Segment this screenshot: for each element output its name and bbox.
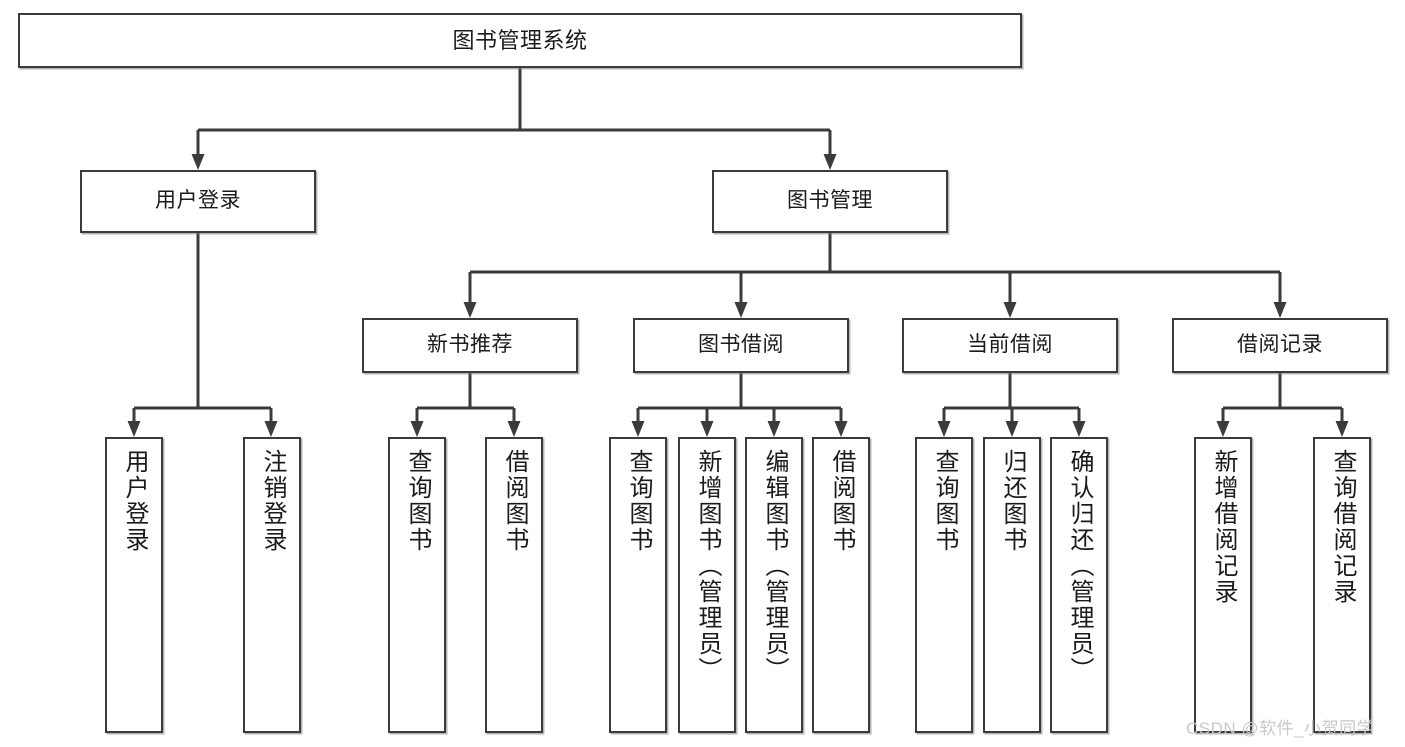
node-label-leaf-borrow-book-2: 借阅图书 bbox=[828, 449, 855, 553]
node-label-leaf-query-book-2: 查询图书 bbox=[625, 449, 652, 553]
arrow-leaf-query-book-1-head bbox=[410, 421, 424, 437]
arrow-leaf-query-book-1 bbox=[410, 408, 424, 437]
node-book-manage[interactable]: 图书管理 bbox=[712, 170, 948, 233]
node-label-leaf-borrow-book-1: 借阅图书 bbox=[501, 449, 528, 553]
arrow-leaf-confirm-return-head bbox=[1072, 421, 1086, 437]
node-label-borrow-record: 借阅记录 bbox=[1237, 333, 1323, 357]
node-leaf-return-book[interactable]: 归还图书 bbox=[983, 437, 1041, 733]
arrow-book-manage-head bbox=[823, 154, 837, 170]
node-user-login[interactable]: 用户登录 bbox=[80, 170, 316, 233]
node-label-current-borrow: 当前借阅 bbox=[967, 333, 1053, 357]
arrow-book-manage bbox=[823, 130, 837, 170]
node-leaf-user-login[interactable]: 用户登录 bbox=[105, 437, 163, 733]
node-leaf-confirm-return[interactable]: 确认归还（管理员） bbox=[1050, 437, 1108, 733]
arrow-leaf-query-book-3-head bbox=[937, 421, 951, 437]
arrow-leaf-query-record-head bbox=[1335, 421, 1349, 437]
arrow-leaf-borrow-book-1-head bbox=[507, 421, 521, 437]
node-root[interactable]: 图书管理系统 bbox=[18, 13, 1022, 68]
node-current-borrow[interactable]: 当前借阅 bbox=[902, 318, 1118, 373]
arrow-leaf-edit-book bbox=[767, 408, 781, 437]
arrow-leaf-logout bbox=[264, 408, 278, 437]
node-leaf-edit-book[interactable]: 编辑图书（管理员） bbox=[745, 437, 803, 733]
node-label-leaf-query-record: 查询借阅记录 bbox=[1329, 449, 1356, 605]
arrow-leaf-add-record bbox=[1216, 408, 1230, 437]
arrow-leaf-user-login-head bbox=[127, 421, 141, 437]
node-leaf-borrow-book-2[interactable]: 借阅图书 bbox=[812, 437, 870, 733]
arrow-leaf-add-record-head bbox=[1216, 421, 1230, 437]
arrow-new-book-rec-head bbox=[463, 302, 477, 318]
node-label-leaf-logout: 注销登录 bbox=[259, 449, 286, 553]
node-leaf-query-book-2[interactable]: 查询图书 bbox=[609, 437, 667, 733]
arrow-current-borrow-head bbox=[1003, 302, 1017, 318]
arrow-user-login bbox=[191, 130, 205, 170]
node-leaf-query-book-1[interactable]: 查询图书 bbox=[388, 437, 446, 733]
arrow-leaf-borrow-book-1 bbox=[507, 408, 521, 437]
node-label-book-borrow: 图书借阅 bbox=[698, 333, 784, 357]
arrow-leaf-logout-head bbox=[264, 421, 278, 437]
arrow-leaf-return-book-head bbox=[1005, 421, 1019, 437]
arrow-leaf-query-book-2 bbox=[631, 408, 645, 437]
node-label-user-login: 用户登录 bbox=[155, 189, 241, 213]
arrow-leaf-edit-book-head bbox=[767, 421, 781, 437]
arrow-borrow-record-head bbox=[1273, 302, 1287, 318]
arrow-leaf-query-book-2-head bbox=[631, 421, 645, 437]
arrow-leaf-add-book-head bbox=[700, 421, 714, 437]
node-label-leaf-add-record: 新增借阅记录 bbox=[1210, 449, 1237, 605]
arrow-leaf-borrow-book-2-head bbox=[834, 421, 848, 437]
arrow-leaf-user-login bbox=[127, 408, 141, 437]
arrow-leaf-query-record bbox=[1335, 408, 1349, 437]
arrow-leaf-query-book-3 bbox=[937, 408, 951, 437]
node-label-leaf-user-login: 用户登录 bbox=[121, 449, 148, 553]
node-leaf-logout[interactable]: 注销登录 bbox=[243, 437, 301, 733]
node-label-leaf-confirm-return: 确认归还（管理员） bbox=[1066, 449, 1093, 683]
arrow-book-borrow-head bbox=[734, 302, 748, 318]
node-leaf-borrow-book-1[interactable]: 借阅图书 bbox=[485, 437, 543, 733]
node-label-new-book-rec: 新书推荐 bbox=[427, 333, 513, 357]
arrow-book-borrow bbox=[734, 272, 748, 318]
node-label-root: 图书管理系统 bbox=[452, 27, 588, 53]
arrow-borrow-record bbox=[1273, 272, 1287, 318]
arrow-leaf-add-book bbox=[700, 408, 714, 437]
arrow-leaf-confirm-return bbox=[1072, 408, 1086, 437]
arrow-leaf-return-book bbox=[1005, 408, 1019, 437]
node-label-leaf-query-book-1: 查询图书 bbox=[404, 449, 431, 553]
node-leaf-query-book-3[interactable]: 查询图书 bbox=[915, 437, 973, 733]
arrow-user-login-head bbox=[191, 154, 205, 170]
arrow-leaf-borrow-book-2 bbox=[834, 408, 848, 437]
node-leaf-add-record[interactable]: 新增借阅记录 bbox=[1194, 437, 1252, 733]
node-label-leaf-query-book-3: 查询图书 bbox=[931, 449, 958, 553]
node-leaf-query-record[interactable]: 查询借阅记录 bbox=[1313, 437, 1371, 733]
csdn-watermark: CSDN @软件_小贺同学 bbox=[1186, 719, 1375, 738]
arrow-current-borrow bbox=[1003, 272, 1017, 318]
node-borrow-record[interactable]: 借阅记录 bbox=[1172, 318, 1388, 373]
node-label-leaf-return-book: 归还图书 bbox=[999, 449, 1026, 553]
arrow-new-book-rec bbox=[463, 272, 477, 318]
node-new-book-rec[interactable]: 新书推荐 bbox=[362, 318, 578, 373]
node-label-leaf-edit-book: 编辑图书（管理员） bbox=[761, 449, 788, 683]
node-label-book-manage: 图书管理 bbox=[787, 189, 873, 213]
node-label-leaf-add-book: 新增图书（管理员） bbox=[694, 449, 721, 683]
node-leaf-add-book[interactable]: 新增图书（管理员） bbox=[678, 437, 736, 733]
node-book-borrow[interactable]: 图书借阅 bbox=[633, 318, 849, 373]
